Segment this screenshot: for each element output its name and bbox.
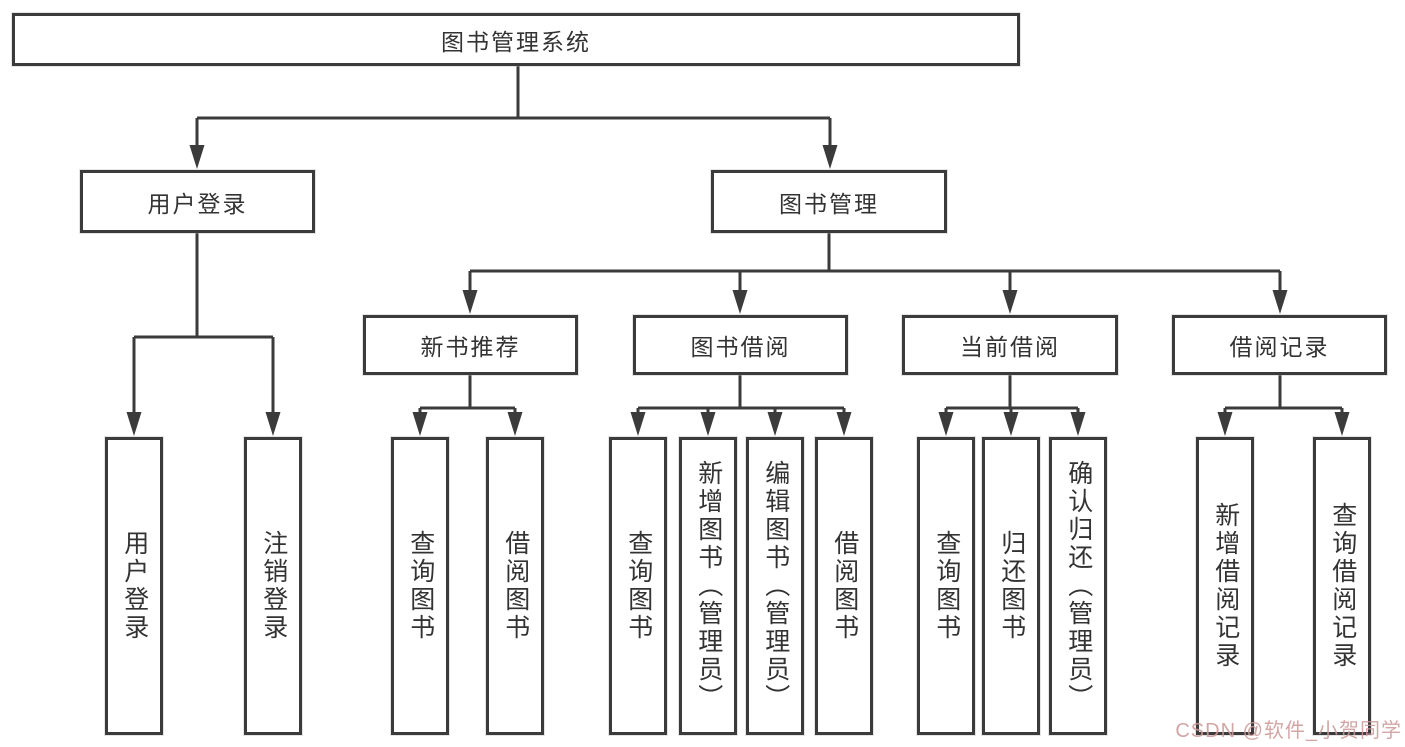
leaf-label: 查询图书 (624, 530, 653, 642)
leaf-query-borrow-record: 查询借阅记录 (1313, 437, 1371, 735)
node-borrowing-records: 借阅记录 (1172, 315, 1387, 375)
node-label: 借阅记录 (1229, 334, 1330, 360)
node-label: 图书管理系统 (441, 28, 591, 55)
node-library-management-system: 图书管理系统 (12, 13, 1020, 66)
leaf-query-books-borrowing: 查询图书 (609, 437, 667, 735)
leaf-label: 借阅图书 (830, 530, 859, 642)
node-book-management: 图书管理 (711, 170, 947, 233)
leaf-label: 注销登录 (259, 530, 288, 642)
node-label: 新书推荐 (420, 334, 521, 360)
leaf-confirm-return-admin: 确认归还（管理员） (1049, 437, 1107, 735)
leaf-user-login: 用户登录 (105, 437, 163, 735)
leaf-add-book-admin: 新增图书（管理员） (679, 437, 737, 735)
leaf-return-book: 归还图书 (982, 437, 1040, 735)
leaf-label: 借阅图书 (501, 530, 530, 642)
node-label: 图书管理 (779, 190, 879, 217)
leaf-label: 新增借阅记录 (1211, 502, 1240, 670)
leaf-add-borrow-record: 新增借阅记录 (1196, 437, 1254, 735)
node-label: 图书借阅 (690, 334, 791, 360)
leaf-label: 查询图书 (406, 530, 435, 642)
leaf-borrow-books-recommend: 借阅图书 (486, 437, 544, 735)
leaf-label: 归还图书 (997, 530, 1026, 642)
leaf-label: 确认归还（管理员） (1064, 460, 1093, 712)
leaf-label: 查询图书 (932, 530, 961, 642)
leaf-query-books-recommend: 查询图书 (391, 437, 449, 735)
node-current-borrowing: 当前借阅 (902, 315, 1118, 375)
node-book-borrowing: 图书借阅 (633, 315, 848, 375)
leaf-logout: 注销登录 (244, 437, 302, 735)
node-label: 当前借阅 (960, 334, 1060, 360)
leaf-label: 新增图书（管理员） (694, 460, 723, 712)
leaf-query-books-current: 查询图书 (917, 437, 975, 735)
leaf-label: 查询借阅记录 (1328, 502, 1357, 670)
node-new-book-recommend: 新书推荐 (363, 315, 578, 375)
arrowhead-icons (126, 145, 1350, 436)
node-user-login: 用户登录 (80, 170, 315, 233)
leaf-borrow-books-borrowing: 借阅图书 (815, 437, 873, 735)
leaf-edit-book-admin: 编辑图书（管理员） (746, 437, 804, 735)
leaf-label: 编辑图书（管理员） (761, 460, 790, 712)
node-label: 用户登录 (147, 190, 248, 217)
leaf-label: 用户登录 (120, 530, 149, 642)
csdn-watermark: CSDN @软件_小贺同学 (1175, 720, 1402, 742)
